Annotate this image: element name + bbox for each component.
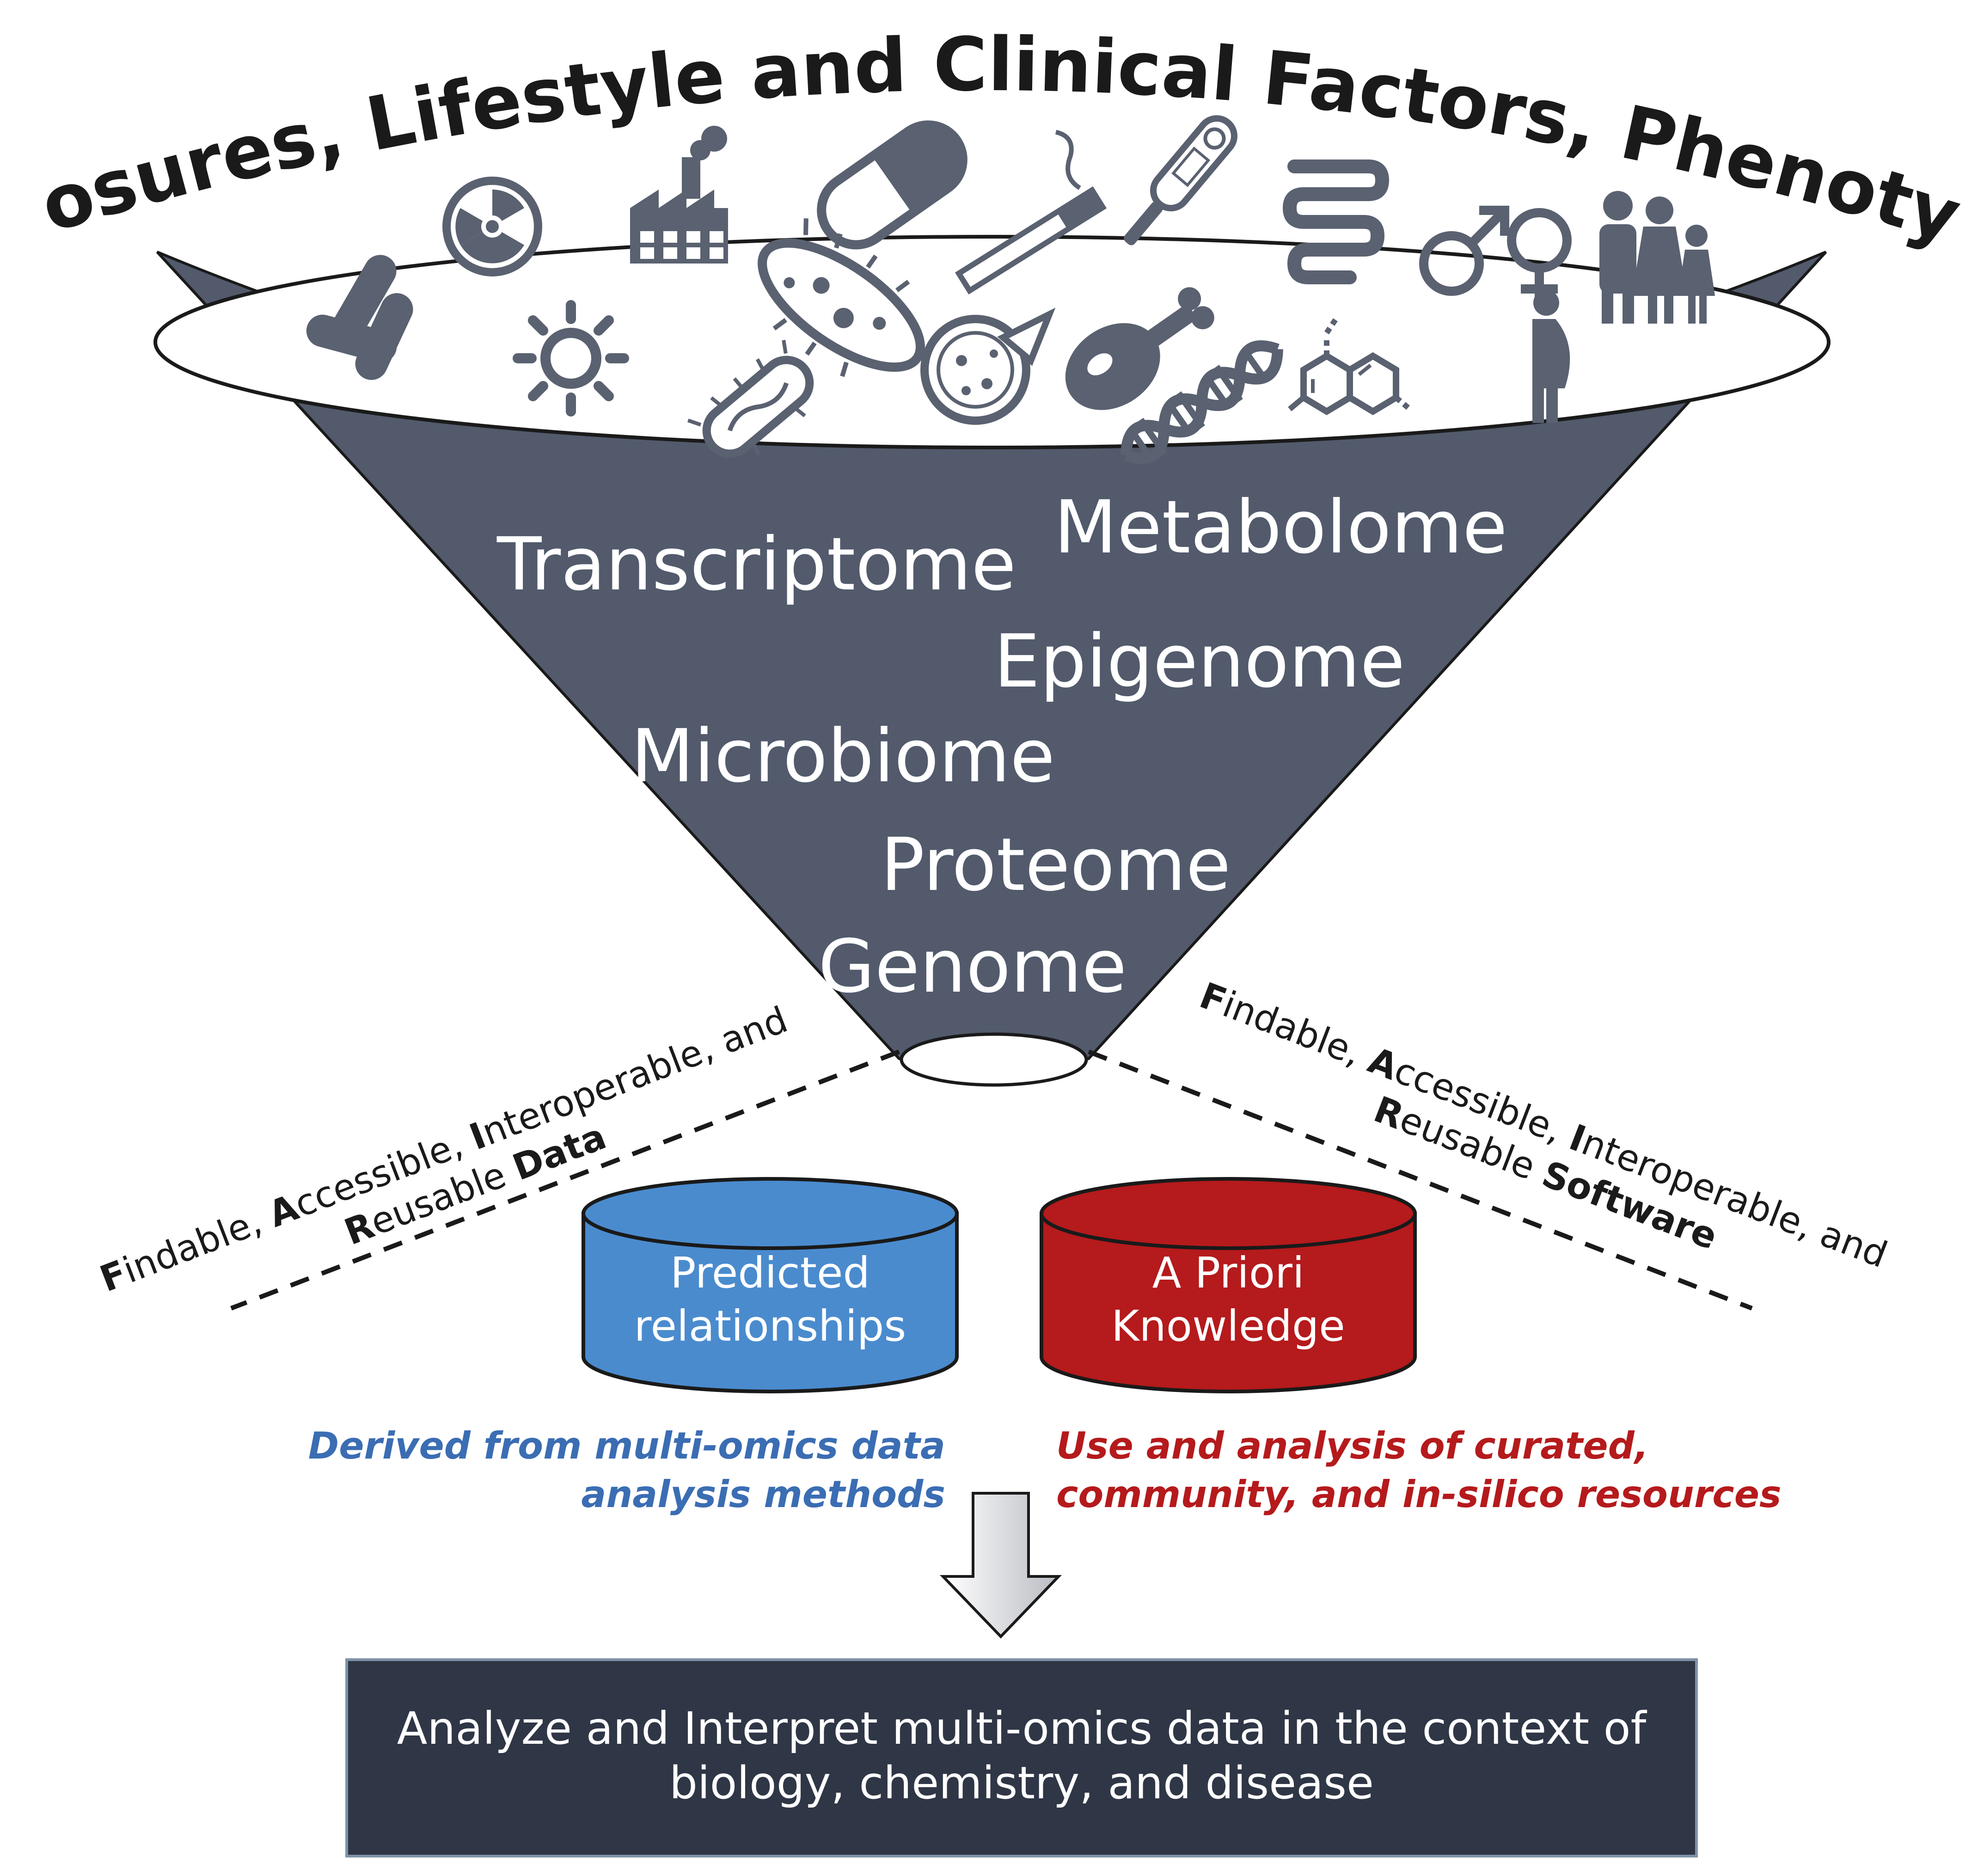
diagram-title: Exposures, Lifestyle and Clinical Factor… — [0, 0, 1970, 260]
predicted-label-line1: Predicted — [670, 1248, 870, 1298]
intestine-icon — [1282, 159, 1390, 284]
thermometer-icon — [1124, 115, 1237, 245]
bacillus-icon — [687, 340, 814, 458]
factory-icon — [630, 126, 728, 264]
bacteria-icon — [306, 255, 413, 380]
apriori-label-line2: Knowledge — [1111, 1301, 1345, 1351]
proteome-label: Proteome — [881, 822, 1231, 907]
conclusion-box: Analyze and Interpret multi-omics data i… — [345, 1658, 1698, 1858]
caption-right-line2: community, and in-silico resources — [1056, 1473, 1782, 1516]
title-path: Exposures, Lifestyle and Clinical Factor… — [0, 0, 1970, 260]
down-arrow — [939, 1492, 1062, 1639]
funnel-bottom-ellipse — [900, 1032, 1088, 1087]
dashed-line-right — [1088, 1049, 1753, 1311]
microbiome-label: Microbiome — [631, 714, 1055, 799]
gender-icon — [1419, 206, 1572, 305]
chicken-leg-icon — [1065, 287, 1214, 410]
chemical-structure-icon — [1288, 317, 1412, 416]
predicted-relationships-database: Predicted relationships — [582, 1177, 959, 1393]
fair-software-f-rest: indable, — [1217, 984, 1378, 1079]
cigarette-icon — [955, 129, 1107, 295]
radiation-icon — [442, 177, 542, 276]
dashed-line-left — [230, 1049, 900, 1311]
microbe-icon — [758, 218, 925, 377]
family-icon — [1599, 191, 1715, 324]
fair-data-f-rest: indable, — [117, 1197, 278, 1292]
transcriptome-label: Transcriptome — [496, 522, 1016, 607]
omics-labels: Metabolome Transcriptome Epigenome Micro… — [496, 485, 1507, 1009]
caption-left-line2: analysis methods — [581, 1473, 945, 1516]
conclusion-line2: biology, chemistry, and disease — [669, 1757, 1374, 1809]
pill-icon — [817, 120, 968, 250]
a-priori-knowledge-database: A Priori Knowledge — [1040, 1177, 1417, 1393]
apriori-label-line1: A Priori — [1152, 1248, 1304, 1298]
metabolome-label: Metabolome — [1054, 485, 1507, 570]
genome-label: Genome — [818, 924, 1127, 1009]
predicted-label-line2: relationships — [634, 1301, 906, 1351]
pizza-icon — [920, 307, 1056, 425]
caption-right-line1: Use and analysis of curated, — [1056, 1424, 1648, 1467]
sun-icon — [513, 300, 629, 417]
obesity-icon — [1532, 290, 1570, 423]
fair-data-i-rest: nteroperable, and — [477, 999, 793, 1154]
caption-left-line1: Derived from multi-omics data — [308, 1424, 945, 1467]
dna-icon — [1121, 340, 1283, 464]
conclusion-line1: Analyze and Interpret multi-omics data i… — [397, 1703, 1647, 1754]
epigenome-label: Epigenome — [994, 619, 1405, 704]
